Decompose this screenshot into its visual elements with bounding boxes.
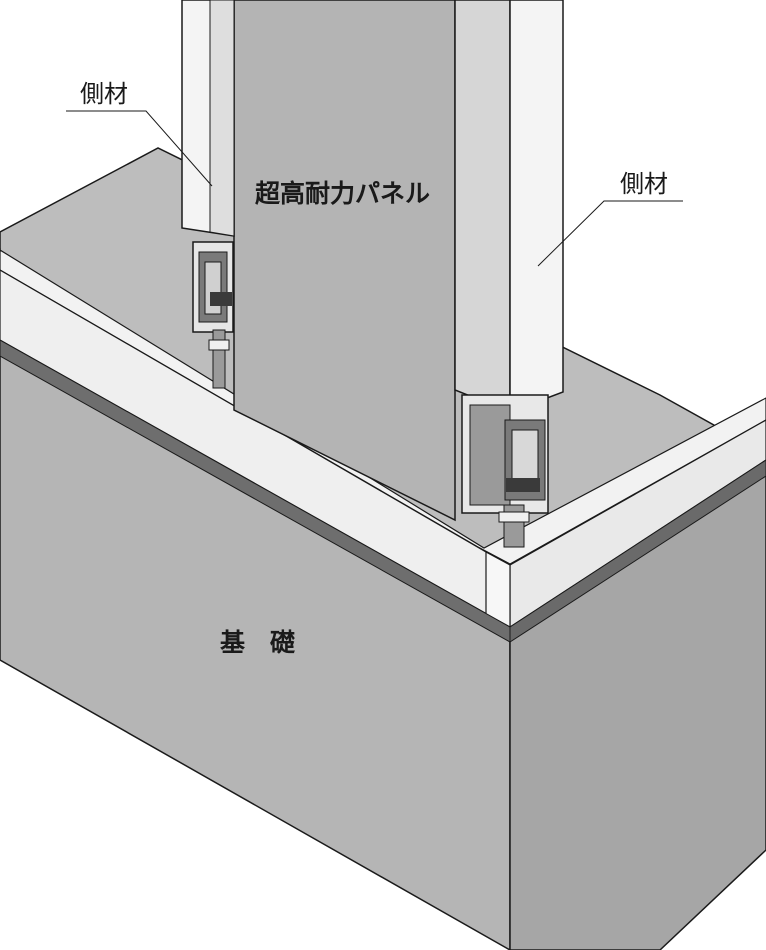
side-member-left-shadow [209, 0, 235, 237]
label-side-member-right: 側材 [620, 170, 668, 198]
leader-line-left [66, 110, 213, 187]
anchor-bolt-left [212, 329, 226, 389]
side-member-right-side [454, 0, 511, 414]
side-member-right-front [509, 0, 564, 414]
high-strength-panel [233, 0, 456, 522]
anchor-bolt-right [503, 504, 525, 548]
sill [0, 248, 766, 643]
label-foundation: 基 礎 [220, 628, 295, 657]
label-side-member-left: 側材 [80, 80, 128, 108]
label-panel: 超高耐力パネル [255, 179, 430, 208]
leader-line-right [537, 200, 683, 267]
panel-face [233, 0, 456, 522]
side-member-right [454, 0, 564, 548]
side-member-left [181, 0, 235, 389]
sill-dark-band-side [509, 459, 766, 643]
